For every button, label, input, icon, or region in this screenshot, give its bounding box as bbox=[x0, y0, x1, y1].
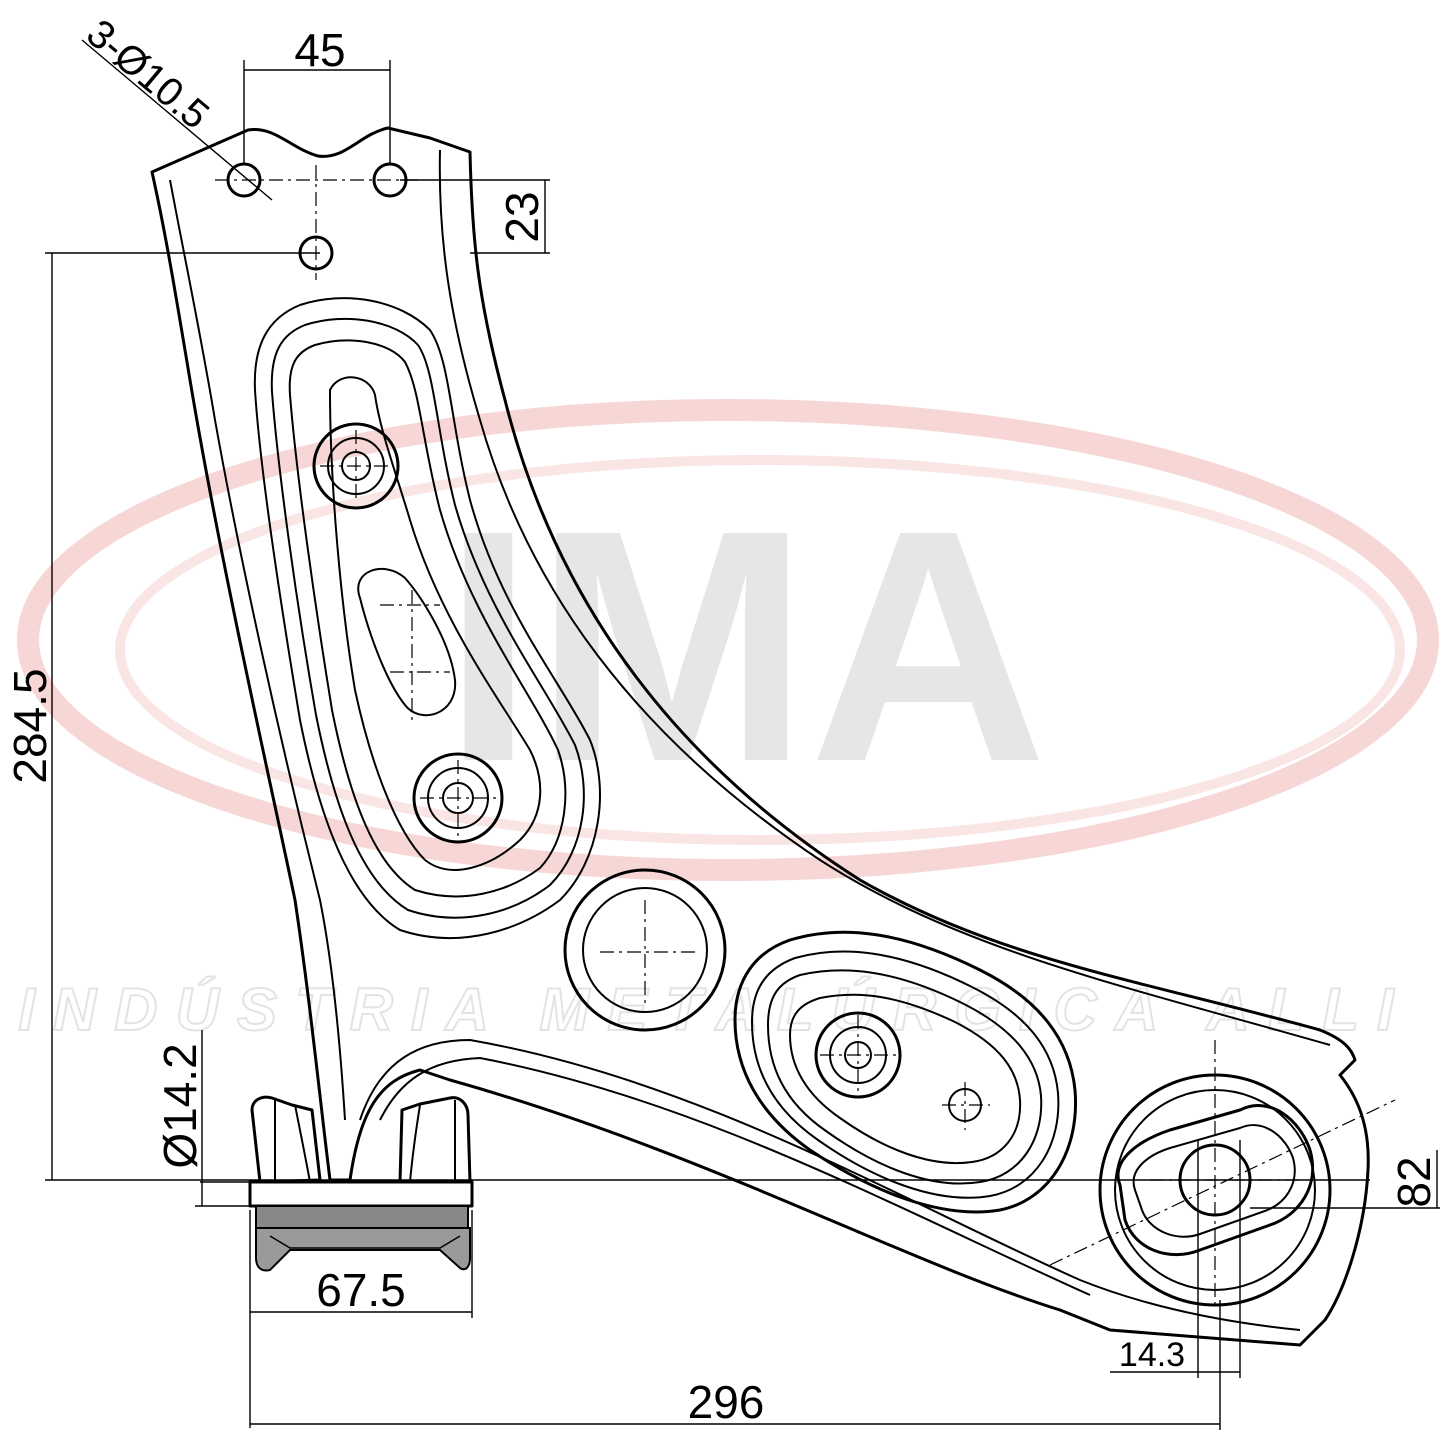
leader-hole-callout bbox=[81, 39, 273, 201]
ball-joint bbox=[1049, 1040, 1396, 1310]
bushing-right-shell bbox=[398, 1096, 472, 1184]
center-hole-inner bbox=[582, 887, 708, 1013]
label-overall-width: 296 bbox=[688, 1376, 765, 1428]
watermark-ring-inner bbox=[115, 455, 1405, 845]
upper-pocket-outline bbox=[253, 297, 601, 940]
lower-pocket-inner-1 bbox=[751, 950, 1060, 1199]
ball-joint-boot-inner bbox=[1132, 1124, 1296, 1238]
lower-pocket bbox=[733, 930, 1078, 1214]
label-overall-height: 284.5 bbox=[4, 668, 56, 783]
bushing-body bbox=[248, 1180, 474, 1208]
bushing-right-flex bbox=[409, 1104, 421, 1183]
watermark: IMA INDÚSTRIA METALÚRGICA ALLI bbox=[17, 399, 1439, 1044]
lower-pocket-floor bbox=[789, 993, 1022, 1164]
mounting-holes bbox=[215, 162, 420, 280]
bushing-rubber bbox=[255, 1227, 471, 1272]
upper-pocket-inner-1 bbox=[270, 317, 585, 919]
ball-joint-cl-diag bbox=[1049, 1099, 1396, 1266]
upper-pocket-floor bbox=[329, 376, 542, 871]
control-arm-body bbox=[150, 126, 1370, 1347]
arm-flange-left bbox=[169, 179, 346, 1121]
label-hole-pattern: 3-Ø10.5 bbox=[78, 11, 217, 138]
arm-flange-lower bbox=[359, 1039, 1301, 1331]
upper-slot bbox=[357, 568, 457, 717]
label-bushing-width: 67.5 bbox=[316, 1264, 406, 1316]
label-hole-spacing: 45 bbox=[294, 24, 345, 76]
label-hole-offset: 23 bbox=[496, 191, 548, 242]
lower-bolt-inner bbox=[442, 782, 474, 814]
bushing-left-shell bbox=[250, 1095, 322, 1184]
ball-joint-boot bbox=[1116, 1104, 1315, 1257]
watermark-ring-outer bbox=[17, 399, 1439, 881]
bushing-left-flex bbox=[294, 1104, 311, 1183]
arm-flange-lower-2 bbox=[379, 1057, 1091, 1296]
upper-fasteners bbox=[312, 422, 504, 844]
arm-flange-right bbox=[438, 149, 1331, 1046]
bushing-sleeve bbox=[255, 1205, 469, 1229]
pocket-bolt-outer bbox=[814, 1011, 902, 1099]
watermark-logo: IMA bbox=[443, 461, 1048, 830]
upper-pocket-inner-2 bbox=[288, 339, 567, 898]
lower-bolt-outer bbox=[412, 752, 504, 844]
center-hole bbox=[563, 868, 727, 1032]
upper-bolt-outer bbox=[312, 422, 400, 510]
lower-pocket-inner-2 bbox=[767, 969, 1043, 1185]
arm-outline bbox=[150, 126, 1370, 1347]
upper-pocket bbox=[253, 297, 601, 940]
bushing bbox=[248, 1095, 474, 1272]
label-ball-joint-width: 14.3 bbox=[1119, 1336, 1185, 1374]
lower-pocket-outline bbox=[733, 930, 1078, 1214]
bushing-inner-core bbox=[269, 1235, 461, 1249]
watermark-tagline: INDÚSTRIA METALÚRGICA ALLI bbox=[18, 976, 1411, 1043]
label-ball-joint-offset: 82 bbox=[1388, 1156, 1440, 1207]
label-bushing-diameter: Ø14.2 bbox=[154, 1043, 206, 1168]
dimension-lines bbox=[45, 39, 1440, 1430]
center-hole-outer bbox=[563, 868, 727, 1032]
